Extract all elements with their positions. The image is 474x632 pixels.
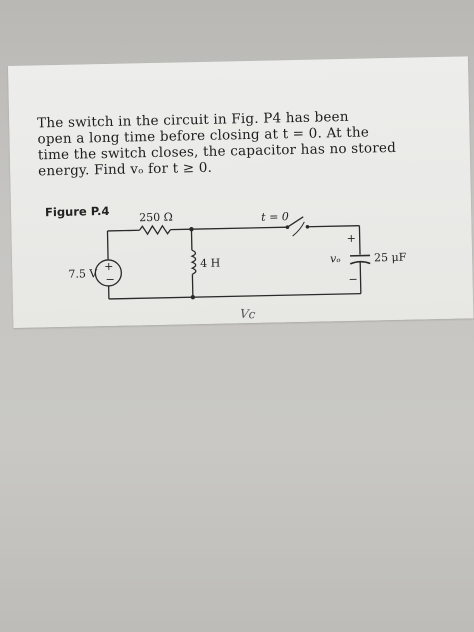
source-voltage-label: 7.5 V: [68, 267, 98, 281]
inductor-label: 4 H: [200, 257, 220, 270]
capacitor-label: 25 μF: [374, 251, 407, 265]
switch-arrow: [292, 221, 305, 237]
switch-contact: [305, 224, 310, 229]
resistor-label: 250 Ω: [139, 211, 173, 225]
wire-right-bottom: [359, 261, 362, 294]
paper-sheet: The switch in the circuit in Fig. P4 has…: [8, 56, 474, 328]
switch-time-label: t = 0: [261, 210, 289, 224]
resistor-250-ohm: [138, 224, 171, 236]
source-minus-sign: −: [105, 273, 114, 286]
switch-pivot: [285, 225, 290, 229]
output-plus-sign: +: [347, 232, 356, 245]
node-bottom: [190, 294, 196, 300]
switch-blade: [287, 216, 304, 228]
inductor-coil: [190, 249, 197, 275]
handwritten-note: Vc: [239, 306, 256, 322]
output-minus-sign: −: [348, 273, 357, 286]
wire-left-top: [106, 230, 109, 260]
wire-right-top: [358, 225, 361, 255]
voltage-source-circle: [94, 259, 123, 287]
wire-top-right: [191, 226, 288, 230]
wire-switch-right: [307, 225, 360, 228]
output-voltage-label: vₒ: [330, 252, 341, 265]
wire-bottom: [108, 293, 361, 300]
capacitor-25uF: [349, 254, 371, 265]
source-plus-sign: +: [104, 260, 113, 273]
node-top: [189, 226, 194, 232]
circuit-diagram: 7.5 V + − 250 Ω 4 H t = 0 + vₒ − 25 μF: [68, 210, 407, 300]
wire-top-left: [107, 229, 140, 232]
